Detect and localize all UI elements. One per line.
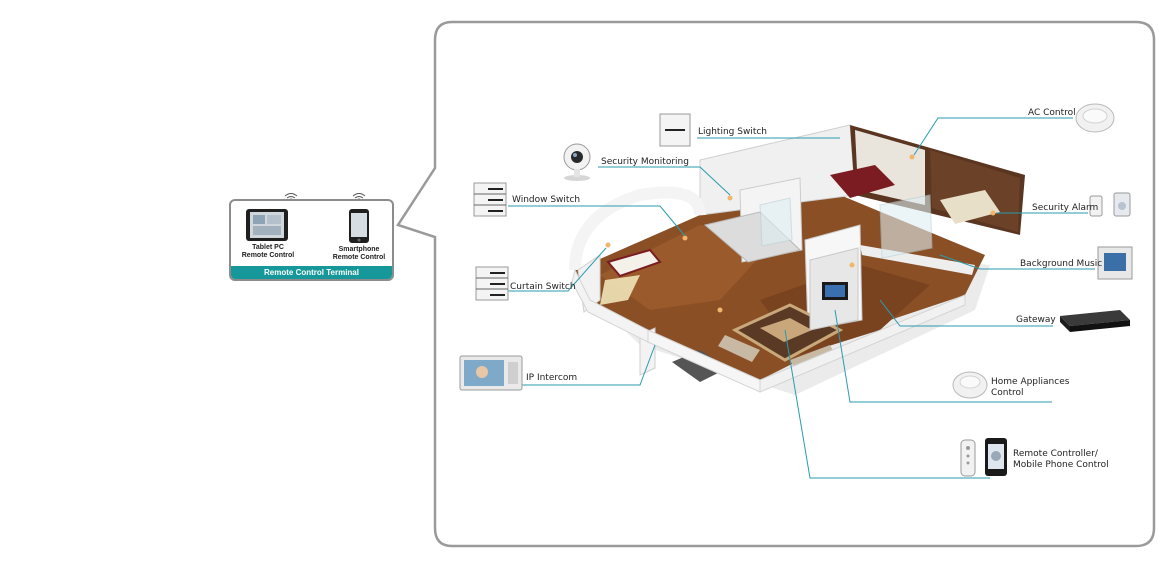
bed-upper [830,165,895,198]
line-remote [784,329,990,479]
tablet-role: Remote Control [241,252,295,259]
smartphone-role: Remote Control [332,254,386,261]
dining-table [606,248,662,278]
label-home-appliances: Home Appliances Control [991,377,1081,399]
line-gateway [879,299,1053,327]
gateway-icon [1060,310,1130,332]
line-window [508,205,686,237]
mobile-phone-icon [985,438,1007,476]
label-gateway: Gateway [1016,315,1056,325]
tablet-icon [246,209,288,241]
tablet-name: Tablet PC [252,244,284,251]
window-switch-icon [473,182,507,217]
smartphone-icon [349,209,369,243]
label-curtain-switch: Curtain Switch [510,282,576,292]
label-lighting-switch: Lighting Switch [698,127,767,137]
background-music-icon [1097,246,1133,280]
label-remote-line2: Mobile Phone Control [1013,460,1109,470]
house-cutaway [569,124,1025,395]
label-remote-controller: Remote Controller/ Mobile Phone Control [1013,449,1123,471]
ip-intercom-icon [459,355,523,391]
sofa [718,335,760,362]
remote-controller-icon [960,439,976,477]
label-window-switch: Window Switch [512,195,581,205]
curtain [600,275,640,305]
label-background-music: Background Music [1020,259,1103,269]
leader-lines [508,117,1095,479]
remote-control-terminal: Tablet PC Remote Control Smartphone Remo… [229,199,394,281]
terminal-title: Remote Control Terminal [231,266,392,279]
line-home-appliances [834,309,1052,403]
security-camera-icon [563,143,591,181]
dining-arch [569,186,706,271]
home-appliances-icon [952,371,988,399]
label-ac-control: AC Control [1028,108,1076,118]
label-home-appliances-line2: Control [991,388,1024,398]
line-ip-intercom [522,344,656,386]
label-ip-intercom: IP Intercom [526,373,578,383]
lighting-switch-icon [659,113,691,147]
line-curtain [508,247,607,292]
ac-control-icon [1075,103,1115,133]
label-security-alarm: Security Alarm [1032,203,1099,213]
security-alarm-icon [1089,192,1131,217]
line-security-monitoring [598,166,731,196]
label-home-appliances-line1: Home Appliances [991,377,1070,387]
tablet-caption: Tablet PC Remote Control [235,244,301,260]
smartphone-caption: Smartphone Remote Control [325,246,393,262]
curtain-switch-icon [475,266,509,301]
smartphone-name: Smartphone [338,246,380,253]
bed-right [940,190,1000,224]
label-security-monitoring: Security Monitoring [601,157,689,167]
line-ac [913,117,1073,156]
line-background-music [939,254,1095,270]
kitchen [703,211,802,263]
label-remote-line1: Remote Controller/ [1013,449,1098,459]
